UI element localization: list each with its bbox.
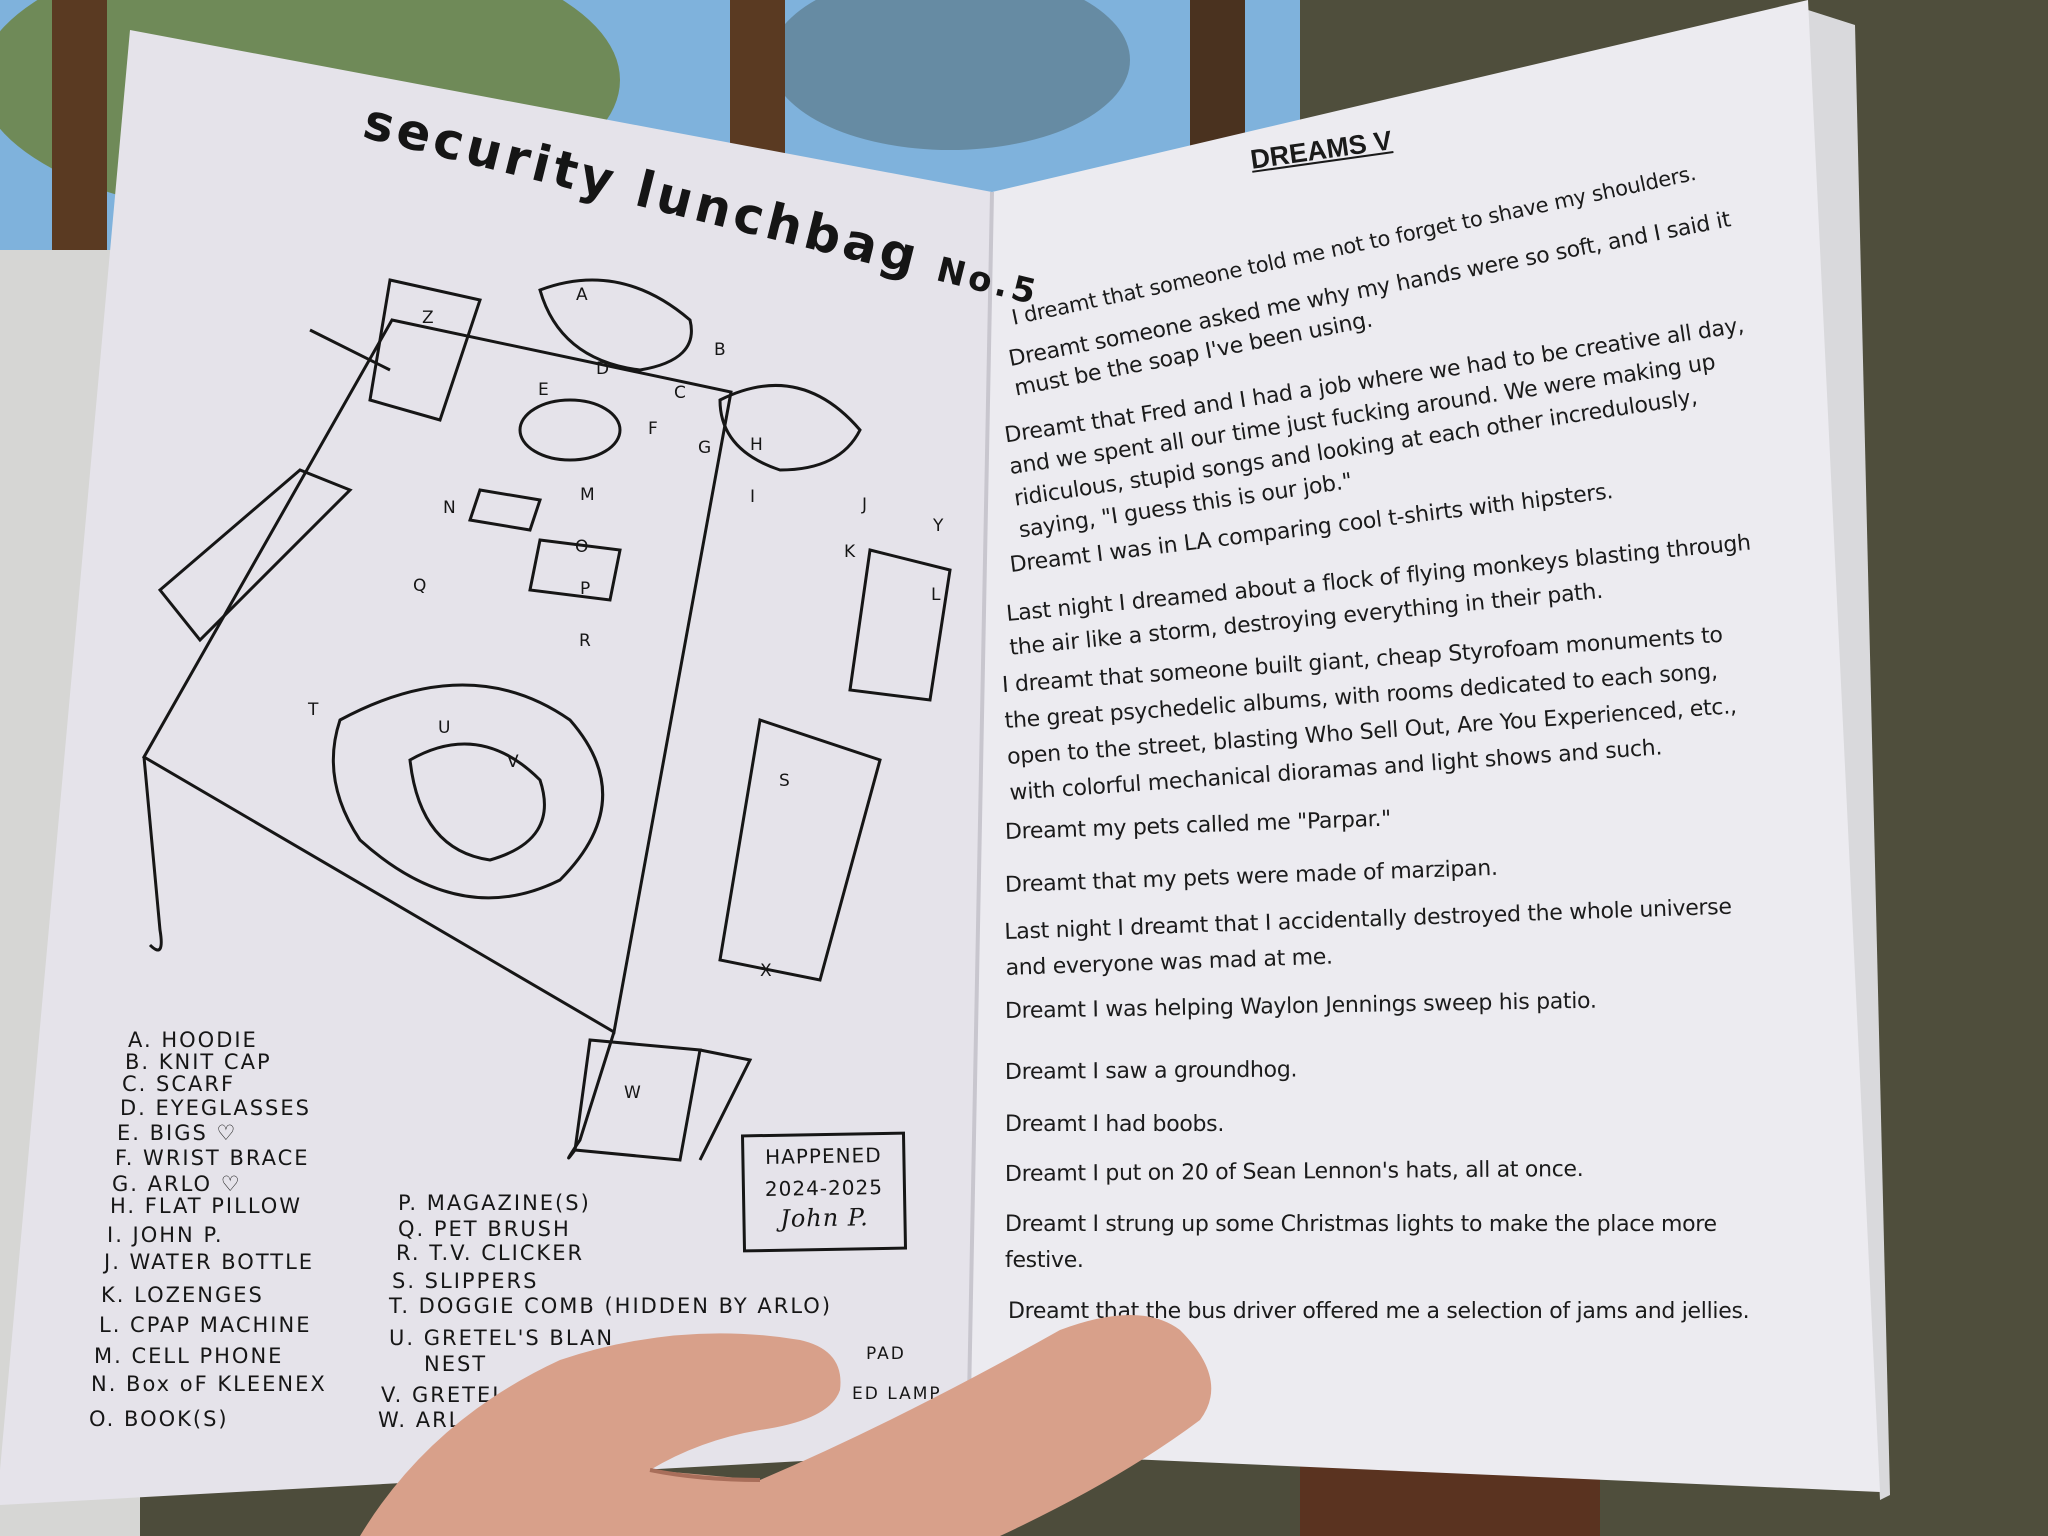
- line: festive.: [1005, 1248, 1084, 1273]
- label-b: B: [714, 340, 726, 360]
- drawing-labels: A B C D E F G H I J K L M N O P Q R S T …: [307, 285, 944, 1103]
- line: Dreamt I saw a groundhog.: [1004, 1057, 1298, 1085]
- legend-item: NEST: [424, 1352, 488, 1376]
- legend-item: E. BIGS ♡: [117, 1121, 238, 1145]
- label-t: T: [307, 700, 319, 720]
- legend-item: A. HOODIE: [128, 1028, 258, 1052]
- label-f: F: [648, 419, 658, 439]
- label-r: R: [579, 631, 591, 651]
- label-g: G: [698, 438, 711, 458]
- signature: John P.: [779, 1203, 869, 1233]
- legend-item: K. LOZENGES: [101, 1283, 264, 1307]
- legend-item: F. WRIST BRACE: [115, 1146, 310, 1170]
- label-u: U: [438, 718, 450, 738]
- legend-fragment: PAD: [866, 1344, 906, 1364]
- legend-item: Q. PET BRUSH: [398, 1217, 571, 1241]
- legend-item: H. FLAT PILLOW: [110, 1194, 303, 1218]
- left-page: [0, 30, 992, 1505]
- legend-item: M. CELL PHONE: [94, 1344, 284, 1368]
- label-m: M: [580, 485, 595, 505]
- legend-item: T. DOGGIE COMB (HIDDEN BY ARLO): [389, 1294, 833, 1318]
- label-h: H: [750, 435, 763, 455]
- bed-drawing: [141, 278, 952, 1162]
- dream-paragraph: Dreamt I had boobs.: [1005, 1107, 1224, 1143]
- line: Dreamt I put on 20 of Sean Lennon's hats…: [1004, 1156, 1584, 1187]
- legend-item: O. BOOK(S): [89, 1407, 229, 1431]
- window-frame: [52, 0, 107, 260]
- legend-item: I. JOHN P.: [107, 1223, 224, 1247]
- legend-item: V. GRETEL: [381, 1383, 506, 1407]
- legend-item: L. CPAP MACHINE: [99, 1313, 312, 1337]
- label-k: K: [844, 542, 856, 562]
- legend-item: R. T.V. CLICKER: [396, 1241, 585, 1265]
- label-o: O: [575, 537, 588, 557]
- label-w: W: [624, 1083, 641, 1103]
- legend-item: P. MAGAZINE(S): [398, 1191, 591, 1215]
- dream-paragraph: Dreamt I saw a groundhog.: [1005, 1052, 1297, 1091]
- label-s: S: [779, 771, 790, 791]
- line: Dreamt I strung up some Christmas lights…: [1005, 1212, 1717, 1237]
- legend-item: G. ARLO ♡: [112, 1172, 242, 1196]
- happened-stamp: HAPPENED 2024-2025 John P.: [740, 1131, 908, 1253]
- legend-fragment: ED LAMP: [852, 1384, 942, 1404]
- label-p: P: [580, 579, 590, 599]
- book-spine: [966, 191, 994, 1453]
- label-y: Y: [932, 516, 944, 536]
- legend-item: C. SCARF: [122, 1072, 236, 1096]
- label-n: N: [443, 498, 456, 518]
- label-a: A: [576, 285, 588, 305]
- line: Dreamt I had boobs.: [1005, 1112, 1225, 1137]
- legend-item: S. SLIPPERS: [392, 1269, 539, 1293]
- line: Dreamt that the bus driver offered me a …: [1008, 1299, 1750, 1324]
- legend-item: N. Box oF KLEENEX: [91, 1372, 327, 1396]
- legend-item: J. WATER BOTTLE: [104, 1250, 315, 1274]
- right-page: [968, 0, 1880, 1492]
- dream-paragraph: Dreamt that the bus driver offered me a …: [1008, 1294, 1750, 1330]
- label-i: I: [750, 487, 755, 507]
- dream-paragraph: Dreamt I put on 20 of Sean Lennon's hats…: [1005, 1152, 1584, 1193]
- label-l: L: [931, 585, 941, 605]
- label-z: Z: [422, 308, 434, 328]
- page-stack: [1808, 10, 1890, 1500]
- label-c: C: [674, 383, 686, 403]
- tree-foliage: [770, 0, 1130, 150]
- label-d: D: [596, 359, 609, 379]
- label-q: Q: [413, 576, 426, 596]
- legend-item: W. ARL: [378, 1408, 463, 1432]
- label-e: E: [538, 380, 549, 400]
- label-v: V: [507, 752, 519, 772]
- label-x: X: [760, 961, 772, 981]
- label-j: J: [861, 495, 867, 515]
- dream-paragraph: Dreamt I strung up some Christmas lights…: [1005, 1207, 1717, 1279]
- legend-item: U. GRETEL'S BLAN: [389, 1326, 615, 1350]
- legend-item: D. EYEGLASSES: [120, 1096, 311, 1120]
- stamp-years: 2024-2025: [764, 1174, 884, 1202]
- stamp-line: HAPPENED: [764, 1142, 882, 1170]
- legend-item: B. KNIT CAP: [125, 1050, 272, 1074]
